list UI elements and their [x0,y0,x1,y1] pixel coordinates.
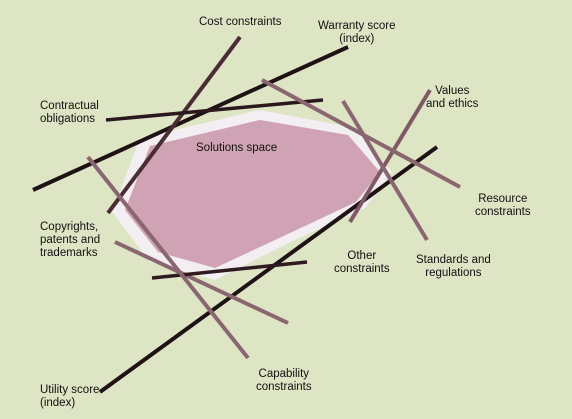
resource-constraints-label: Resource constraints [475,193,531,218]
contractual-obligations-label: Contractual obligations [40,100,99,125]
contractual-obligations-line [105,98,324,122]
warranty-score-label: Warranty score (index) [318,20,396,45]
solutions-space-label: Solutions space [196,142,278,154]
copyrights-line [114,240,289,325]
cost-constraints-label: Cost constraints [199,16,282,28]
utility-score-line [98,145,439,394]
capability-constraint-line [86,155,250,360]
capability-constraints-label: Capability constraints [256,368,312,393]
warranty-score-line [32,45,349,192]
copyrights-patents-trademarks-label: Copyrights, patents and trademarks [40,221,101,259]
solutions-space-area [125,120,380,268]
values-ethics-label: Values and ethics [426,85,479,110]
other-constraints-label: Other constraints [334,250,390,275]
standards-regulations-label: Standards and regulations [416,254,491,279]
values-ethics-line [348,88,432,224]
standards-regulations-line [341,99,429,242]
utility-score-label: Utility score (index) [40,384,100,409]
other-constraints-line [151,260,308,280]
cost-constraint-line [106,35,242,215]
